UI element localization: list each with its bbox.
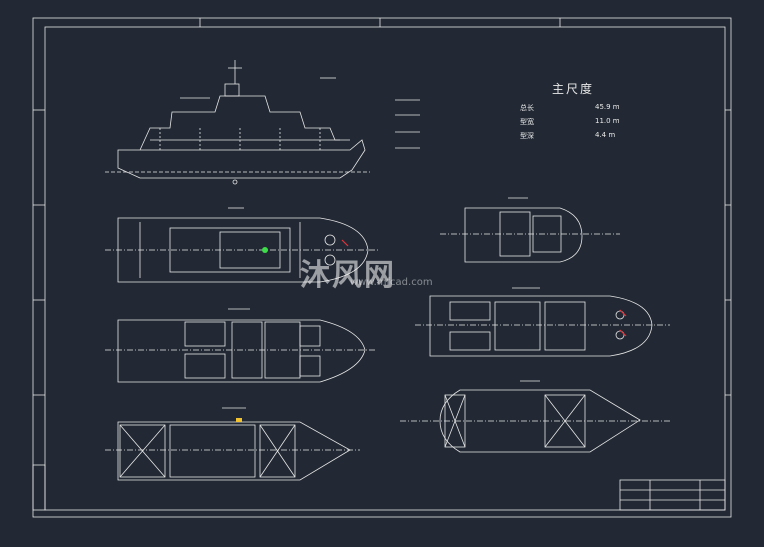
second-deck-plan: [415, 287, 670, 357]
dimension-name: 型深: [520, 132, 534, 140]
watermark-text: 沐风网: [300, 258, 396, 293]
bridge-deck-plan: [440, 197, 620, 263]
inner-frame: [44, 26, 726, 511]
revision-strip: [32, 464, 46, 511]
yellow-marker: [236, 418, 242, 422]
dimension-value: 45.9 m: [595, 103, 620, 111]
double-bottom-plan: [400, 380, 670, 453]
dimensions-title: 主尺度: [552, 82, 595, 96]
main-deck-plan: [105, 207, 378, 283]
red-marker: [341, 239, 349, 247]
dimension-value: 11.0 m: [595, 117, 620, 125]
watermark-url: www.mfcad.com: [350, 277, 433, 288]
title-block: [619, 479, 726, 511]
tank-plan: [105, 407, 360, 481]
green-marker: [262, 247, 268, 253]
lower-deck-plan: [105, 308, 375, 383]
dimension-name: 型宽: [520, 118, 534, 126]
outer-frame: [32, 17, 732, 518]
side-elevation: [105, 60, 420, 185]
dimension-value: 4.4 m: [595, 131, 616, 139]
dimension-name: 总长: [520, 104, 534, 112]
